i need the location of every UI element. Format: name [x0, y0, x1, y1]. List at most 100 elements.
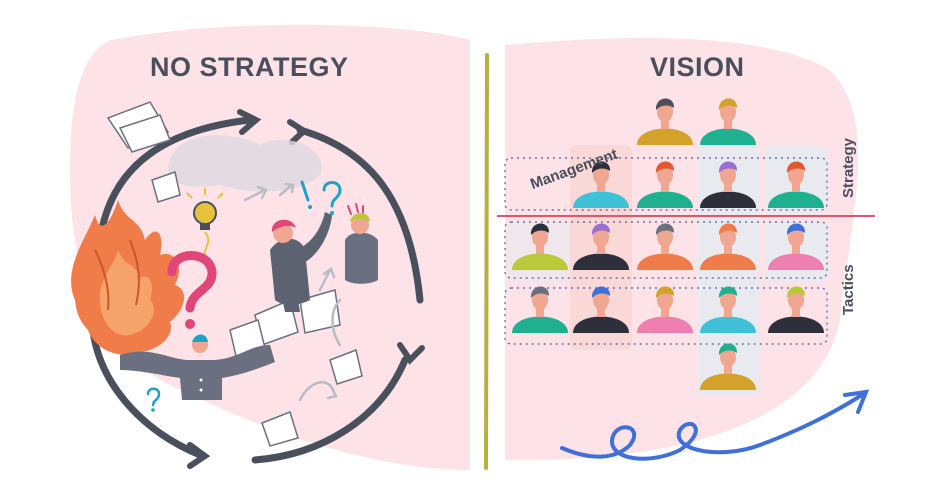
avatar-hair — [655, 98, 675, 110]
exclamation-icon — [300, 180, 364, 215]
person-avatar-icon — [573, 161, 629, 208]
avatar-shirt — [637, 191, 693, 208]
grid-row-outlines — [504, 157, 828, 345]
avatar-head — [720, 227, 736, 247]
person-avatar-icon — [637, 161, 693, 208]
avatar-shirt — [768, 191, 824, 208]
avatar-hair — [718, 98, 738, 110]
center-divider — [484, 53, 489, 470]
avatar-neck — [792, 244, 800, 254]
person-avatar-icon — [768, 286, 824, 333]
avatar-head — [532, 290, 548, 310]
avatar-hair — [718, 223, 738, 235]
person-avatar-icon — [637, 223, 693, 270]
avatar-neck — [661, 182, 669, 192]
avatar-shirt — [512, 253, 568, 270]
avatar-neck — [597, 307, 605, 317]
person-avatar-icon — [573, 223, 629, 270]
avatar-hair — [530, 223, 550, 235]
avatar-head — [657, 290, 673, 310]
person-icon — [345, 213, 378, 284]
avatar-shirt — [573, 316, 629, 333]
avatar-shirt — [573, 253, 629, 270]
avatar-shirt — [700, 253, 756, 270]
avatar-hair — [591, 223, 611, 235]
avatar-hair — [718, 161, 738, 173]
avatar-shirt — [768, 316, 824, 333]
avatar-shirt — [512, 316, 568, 333]
avatar-shirt — [700, 373, 756, 390]
avatar-head — [720, 102, 736, 122]
avatar-neck — [536, 244, 544, 254]
avatar-head — [788, 227, 804, 247]
person-icon — [120, 334, 275, 400]
avatar-head — [657, 227, 673, 247]
avatar-neck — [661, 244, 669, 254]
strategy-label: Strategy — [840, 137, 857, 198]
avatar-neck — [597, 244, 605, 254]
avatar-hair — [591, 286, 611, 298]
avatar-head — [720, 347, 736, 367]
avatar-head — [788, 165, 804, 185]
smoke-cloud — [168, 135, 322, 192]
tactics-label: Tactics — [840, 264, 857, 315]
avatar-head — [788, 290, 804, 310]
avatar-neck — [661, 307, 669, 317]
paper-icon — [106, 101, 363, 447]
avatar-shirt — [637, 316, 693, 333]
avatar-head — [593, 290, 609, 310]
avatar-head — [720, 290, 736, 310]
avatar-hair — [786, 286, 806, 298]
avatar-neck — [661, 119, 669, 129]
person-avatar-icon — [700, 286, 756, 333]
avatar-neck — [724, 364, 732, 374]
avatar-hair — [718, 286, 738, 298]
avatar-hair — [786, 223, 806, 235]
avatar-hair — [655, 223, 675, 235]
avatar-head — [593, 227, 609, 247]
avatar-head — [657, 165, 673, 185]
scatter-arrows — [243, 182, 342, 402]
person-avatar-icon — [512, 223, 568, 270]
avatar-grid — [512, 98, 824, 390]
avatar-shirt — [700, 316, 756, 333]
avatar-hair — [655, 286, 675, 298]
avatar-head — [532, 227, 548, 247]
avatar-hair — [655, 161, 675, 173]
person-avatar-icon — [768, 223, 824, 270]
person-avatar-icon — [573, 286, 629, 333]
person-avatar-icon — [768, 161, 824, 208]
avatar-hair — [718, 343, 738, 355]
no-strategy-title: NO STRATEGY — [150, 52, 349, 82]
fire-icon — [71, 200, 185, 355]
avatar-neck — [724, 119, 732, 129]
right-blush-blob — [505, 37, 859, 460]
avatar-hair — [786, 161, 806, 173]
avatar-shirt — [637, 253, 693, 270]
avatar-head — [593, 165, 609, 185]
avatar-shirt — [573, 191, 629, 208]
avatar-neck — [724, 182, 732, 192]
squiggle-arrow-icon — [560, 389, 870, 461]
avatar-shirt — [700, 191, 756, 208]
person-avatar-icon — [700, 223, 756, 270]
avatar-head — [657, 102, 673, 122]
person-avatar-icon — [700, 98, 756, 145]
avatar-neck — [597, 182, 605, 192]
avatar-hair — [591, 161, 611, 173]
person-avatar-icon — [637, 286, 693, 333]
avatar-neck — [724, 244, 732, 254]
avatar-neck — [724, 307, 732, 317]
avatar-neck — [792, 182, 800, 192]
person-icon — [270, 212, 332, 312]
vision-title: VISION — [650, 52, 745, 82]
avatar-neck — [792, 307, 800, 317]
person-avatar-icon — [512, 286, 568, 333]
person-avatar-icon — [700, 161, 756, 208]
avatar-shirt — [768, 253, 824, 270]
avatar-neck — [536, 307, 544, 317]
question-mark-icon — [146, 181, 342, 412]
avatar-hair — [530, 286, 550, 298]
avatar-head — [720, 165, 736, 185]
